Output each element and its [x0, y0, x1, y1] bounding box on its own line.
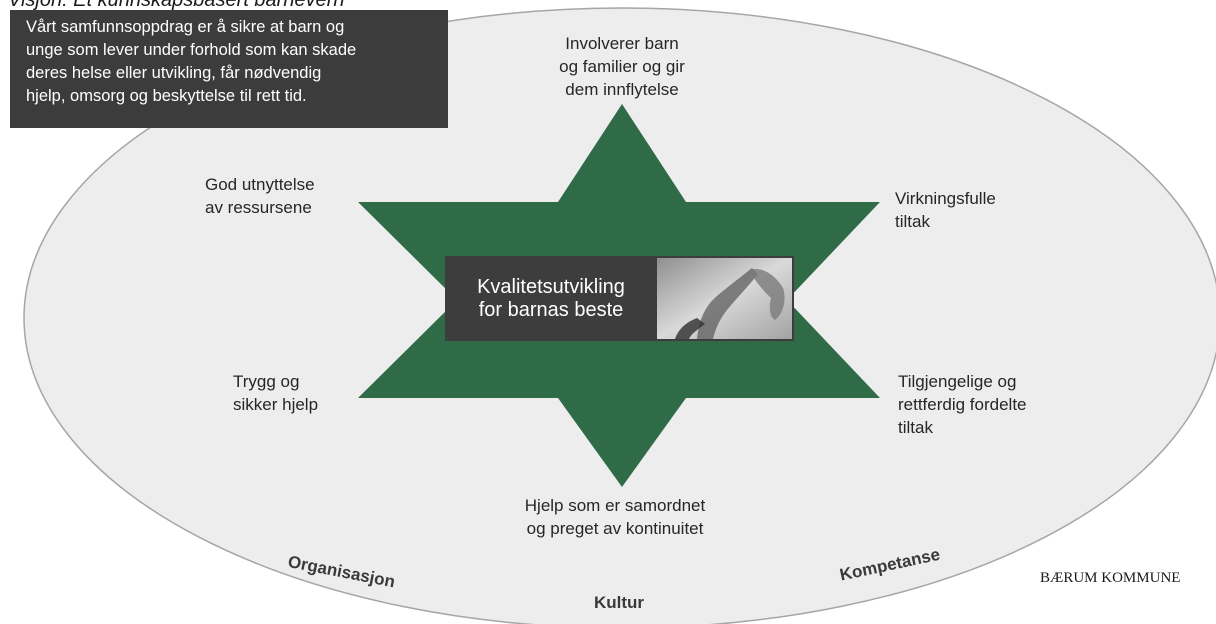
node-involvement: Involverer barn og familier og gir dem i… [538, 32, 706, 101]
mission-line: hjelp, omsorg og beskyttelse til rett ti… [26, 87, 307, 105]
mission-line: deres helse eller utvikling, får nødvend… [26, 64, 322, 82]
node-coordinated-help: Hjelp som er samordnet og preget av kont… [480, 494, 750, 540]
node-line: av ressursene [205, 198, 312, 217]
pillar-culture: Kultur [594, 593, 645, 612]
hands-photo [657, 258, 792, 339]
node-effective-measures: Virkningsfulle tiltak [895, 187, 996, 233]
mission-line: unge som lever under forhold som kan ska… [26, 41, 357, 59]
center-title: Kvalitetsutvikling for barnas beste [445, 256, 657, 341]
node-line: og preget av kontinuitet [526, 519, 704, 538]
node-line: God utnyttelse [205, 175, 315, 194]
node-safe-help: Trygg og sikker hjelp [233, 370, 318, 416]
node-line: Virkningsfulle [895, 189, 996, 208]
node-line: sikker hjelp [233, 395, 319, 414]
center-title-line: Kvalitetsutvikling [477, 275, 625, 298]
node-accessible-measures: Tilgjengelige og rettferdig fordelte til… [898, 370, 1027, 439]
node-resource-use: God utnyttelse av ressursene [205, 173, 315, 219]
node-line: Involverer barn [565, 34, 679, 53]
node-line: Tilgjengelige og [898, 372, 1017, 391]
center-title-line: for barnas beste [478, 298, 624, 321]
municipality-logo-text: BÆRUM KOMMUNE [1040, 570, 1181, 586]
node-line: rettferdig fordelte [898, 395, 1027, 414]
mission-line: Vårt samfunnsoppdrag er å sikre at barn … [26, 18, 345, 36]
node-line: tiltak [898, 418, 933, 437]
node-line: Trygg og [233, 372, 300, 391]
mission-statement-box: Vårt samfunnsoppdrag er å sikre at barn … [10, 10, 448, 128]
node-line: tiltak [895, 212, 930, 231]
node-line: og familier og gir [559, 57, 685, 76]
vision-heading-cut: Visjon: Et kunnskapsbasert barnevern [8, 0, 345, 11]
node-line: Hjelp som er samordnet [524, 496, 706, 515]
node-line: dem innflytelse [565, 80, 679, 99]
